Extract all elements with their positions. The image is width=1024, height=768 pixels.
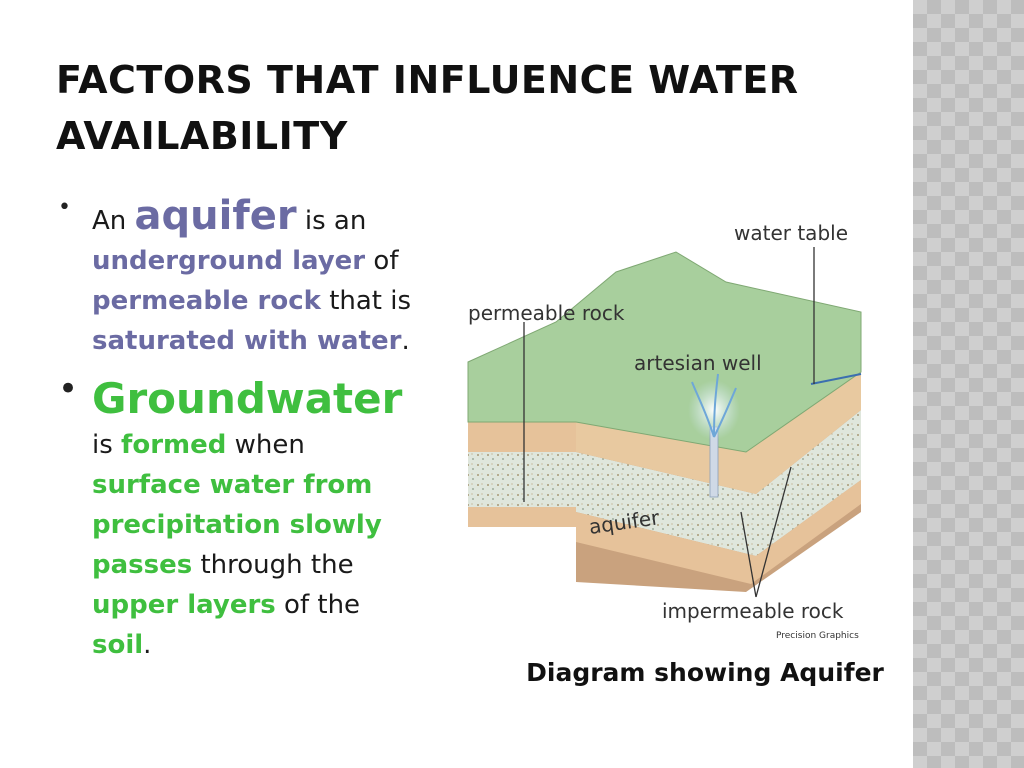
front-lower-band xyxy=(576,480,861,584)
term-upper-layers: upper layers xyxy=(92,590,276,620)
term-underground-layer: underground layer xyxy=(92,246,366,276)
bullet-list: • An aquifer is an underground layer of … xyxy=(58,193,448,665)
front-soil-face xyxy=(576,372,861,494)
label-permeable-rock: permeable rock xyxy=(468,301,625,325)
term-saturated: saturated with water xyxy=(92,326,402,356)
land-surface xyxy=(467,251,862,453)
term-soil: soil xyxy=(92,630,144,660)
decorative-sidebar xyxy=(913,0,1024,768)
leader-impermeable-1 xyxy=(740,511,757,598)
term-permeable-rock: permeable rock xyxy=(92,286,321,316)
leader-impermeable-2 xyxy=(755,466,792,598)
label-credit: Precision Graphics xyxy=(776,631,859,641)
term-formed: formed xyxy=(121,430,227,460)
front-impermeable-band xyxy=(468,507,576,527)
term-aquifer: aquifer xyxy=(134,193,297,239)
front-aquifer-band xyxy=(468,452,576,507)
label-impermeable-rock: impermeable rock xyxy=(662,599,844,623)
bullet-aquifer: • An aquifer is an underground layer of … xyxy=(58,193,448,361)
slide-title: FACTORS THAT INFLUENCE WATER AVAILABILIT… xyxy=(56,58,799,158)
spray-jets xyxy=(691,373,737,438)
term-groundwater: Groundwater xyxy=(92,374,403,423)
term-surface-water: surface water from precipitation slowly … xyxy=(92,470,382,580)
bullet-aquifer-text: An aquifer is an underground layer of pe… xyxy=(92,193,412,356)
bullet-dot: • xyxy=(58,369,79,409)
front-soil-band xyxy=(468,422,576,452)
diagram-caption: Diagram showing Aquifer xyxy=(526,658,884,687)
aquifer-diagram: water table permeable rock artesian well… xyxy=(466,212,866,642)
water-table-line xyxy=(810,373,862,385)
front-aquifer-face xyxy=(576,410,861,556)
aquifer-diagram-svg: water table permeable rock artesian well… xyxy=(467,221,862,641)
label-artesian-well: artesian well xyxy=(634,351,762,375)
bullet-dot: • xyxy=(58,195,71,220)
label-water-table: water table xyxy=(734,221,848,245)
